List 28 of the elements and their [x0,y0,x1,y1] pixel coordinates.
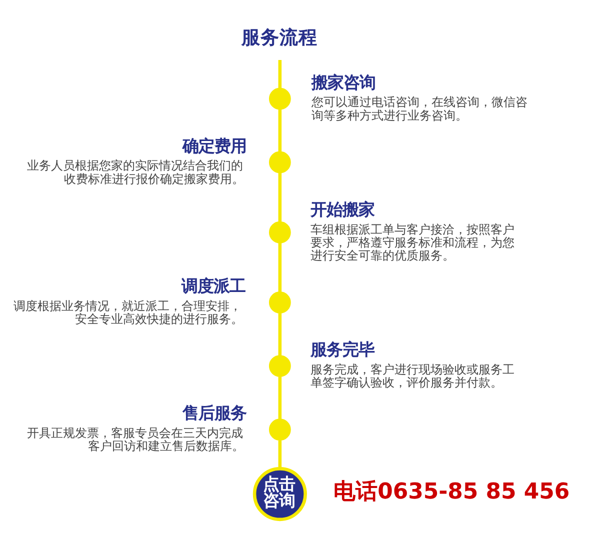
node-circle [268,355,291,377]
connector [278,313,282,356]
connector [278,440,282,468]
node-label: 搬家咨询 [312,72,376,92]
connector [278,60,282,88]
node-label: 服务完成，客户进行现场验收或服务工单签字确认验收，评价服务并付款。 [310,362,515,390]
label: 电话0635-85 85 456 [334,479,570,504]
node-label: 您可以通过电话咨询，在线咨询，微信咨询等多种方式进行业务咨询。 [312,95,528,122]
node-label: 确定费用 [182,136,246,156]
connector [278,109,282,152]
node-circle [268,418,291,441]
node-circle [268,292,291,314]
node-circle: 点击咨询 [252,467,307,522]
node-label: 售后服务 [182,404,246,423]
node-circle [268,151,291,174]
node-circle [268,88,291,110]
connector [278,242,282,292]
node-text: 服务流程 [242,28,318,48]
connector [278,376,282,420]
node-label: 业务人员根据您家的实际情况结合我们的收费标准进行报价确定搬家费用。 [26,158,244,186]
node-label: 服务完毕 [310,340,375,360]
node-label: 开具正规发票，客服专员会在三天内完成客户回访和建立售后数据库。 [26,426,244,454]
node-circle [268,221,291,244]
node-label: 车组根据派工单与客户接洽，按照客户要求，严格遵守服务标准和流程，为您进行安全可靠的优质服务。 [310,222,515,263]
node-label: 开始搬家 [310,200,375,219]
node-label: 调度根据业务情况，就近派工，合理安排，安全专业高效快捷的进行服务。 [14,298,244,326]
connector [278,172,282,222]
node-label: 调度派工 [181,276,246,296]
